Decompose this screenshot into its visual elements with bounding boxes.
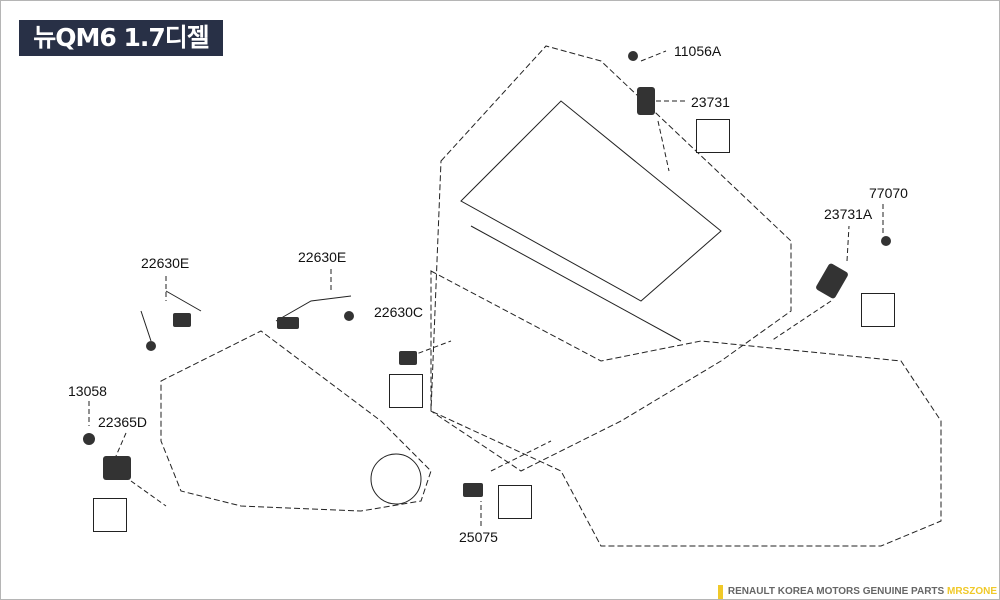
part-label[interactable]: 11056A xyxy=(674,43,722,59)
footer-text: RENAULT KOREA MOTORS GENUINE PARTS xyxy=(727,586,945,597)
part-label[interactable]: 13058 xyxy=(68,383,107,399)
intake-manifold xyxy=(160,330,432,512)
pressure-symbol-icon xyxy=(93,498,127,532)
part-label[interactable]: 25075 xyxy=(459,529,498,545)
temperature-symbol-icon xyxy=(498,485,532,519)
crank-sensor-symbol-icon xyxy=(861,293,895,327)
part-label[interactable]: 22630C xyxy=(374,304,424,320)
part-label[interactable]: 77070 xyxy=(869,185,908,201)
part-label[interactable]: 23731 xyxy=(691,94,730,110)
footer-banner: RENAULT KOREA MOTORS GENUINE PARTS MRSZO… xyxy=(717,585,999,599)
part-label[interactable]: 22630E xyxy=(141,255,190,271)
footer-brand: MRSZONE xyxy=(947,586,997,597)
temperature-symbol-icon xyxy=(389,374,423,408)
part-label[interactable]: 22365D xyxy=(98,414,148,430)
crank-sensor-symbol-icon xyxy=(696,119,730,153)
page-title: 뉴QM6 1.7디젤 xyxy=(19,20,223,56)
cylinder-head xyxy=(430,45,792,472)
engine-block xyxy=(430,270,942,547)
part-label[interactable]: 23731A xyxy=(824,206,873,222)
part-label[interactable]: 22630E xyxy=(298,249,347,265)
